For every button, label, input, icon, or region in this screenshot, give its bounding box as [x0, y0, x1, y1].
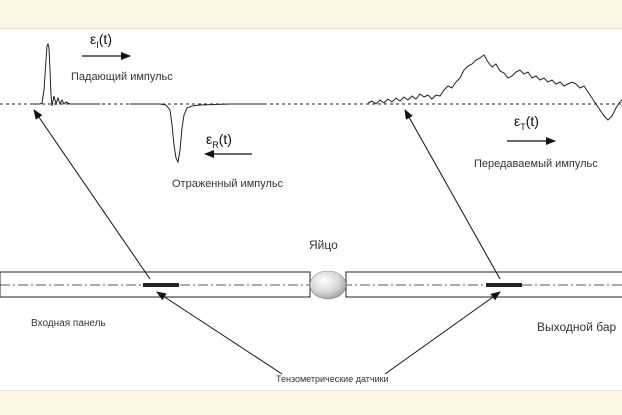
output-strain-gauge [486, 283, 522, 287]
transmitted-pulse-label: Передаваемый импульс [474, 158, 598, 170]
egg-specimen [309, 270, 347, 300]
output-bar [345, 271, 622, 298]
pointer-label-to-input-gauge [156, 291, 283, 375]
pointer-label-to-output-gauge [384, 291, 501, 375]
input-strain-gauge [143, 283, 179, 287]
pointer-output-gauge-to-signal [404, 109, 501, 280]
transmitted-pulse-signal [367, 54, 622, 121]
incident-pulse-signal [30, 42, 100, 107]
specimen-label: Яйцо [309, 238, 338, 252]
reflected-pulse-label: Отраженный импульс [172, 178, 284, 190]
pointer-input-gauge-to-signal [33, 109, 151, 280]
reflected-pulse-signal [130, 103, 265, 164]
strain-gauges-label: Тензометрические датчики [276, 374, 389, 384]
diagram-panel [0, 28, 622, 391]
incident-pulse-label: Падающий импульс [71, 71, 173, 83]
incident-strain-symbol: εI(t) [90, 31, 112, 50]
reflected-strain-symbol: εR(t) [206, 131, 232, 150]
input-bar-label: Входная панель [31, 318, 106, 329]
transmitted-strain-symbol: εT(t) [514, 113, 539, 132]
output-bar-label: Выходной бар [537, 320, 617, 334]
